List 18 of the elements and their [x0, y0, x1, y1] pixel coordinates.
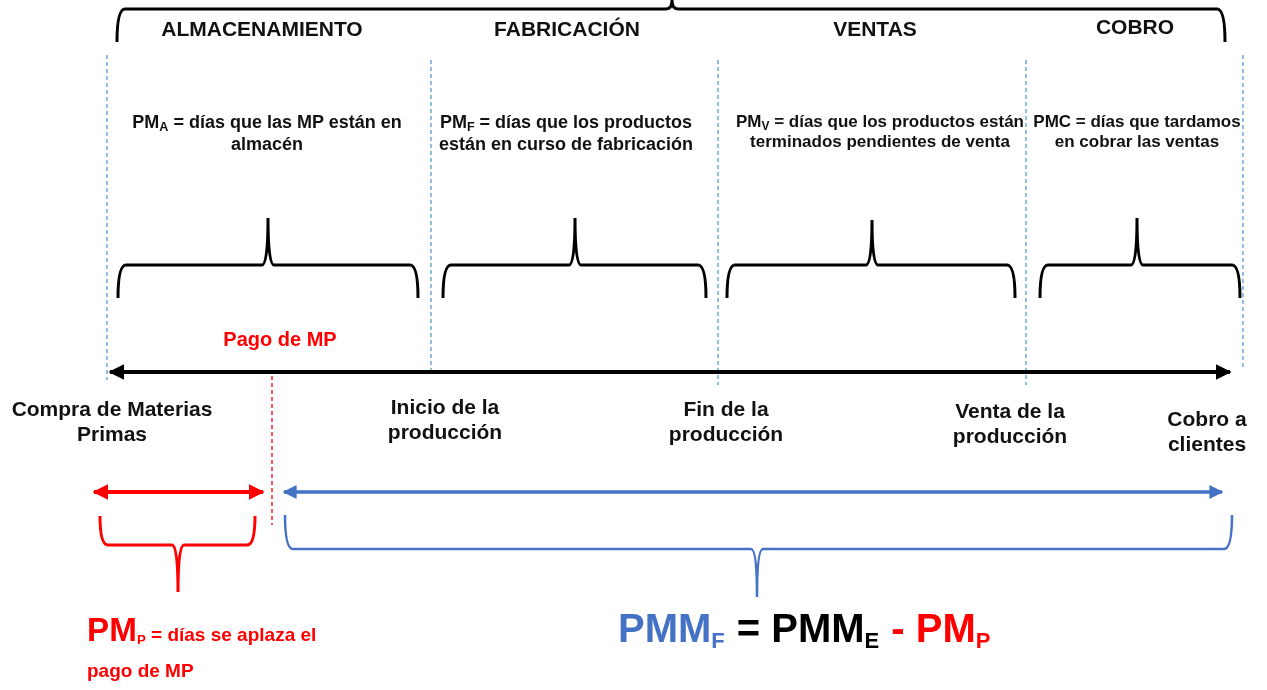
event-label: Fin de la producción — [667, 396, 785, 447]
period-description: PM$_{V}$ = días que los productos están terminados pendientes de venta — [735, 112, 1025, 153]
section-heading: VENTAS — [832, 16, 918, 42]
section-heading: ALMACENAMIENTO — [160, 16, 364, 42]
event-label: Compra de Materias Primas — [10, 396, 214, 447]
formula-term: = PMM$_{E}$ — [736, 605, 880, 652]
period-description: PM$_{A}$ = días que las MP están en almacén — [132, 112, 402, 156]
event-label: Cobro a clientes — [1166, 406, 1248, 457]
payment-label: Pago de MP — [222, 327, 338, 351]
period-description: PMC = días que tardamos en cobrar las ventas — [1032, 112, 1242, 153]
formula-term: PMM$_{F}$ — [618, 605, 725, 652]
section-heading: FABRICACIÓN — [493, 16, 641, 42]
deferral-description: PM$_{P}$ = días se aplaza el pago de MP — [87, 610, 318, 684]
event-label: Venta de la producción — [951, 398, 1069, 449]
formula-term: - PM$_{P}$ — [891, 605, 991, 652]
section-heading: COBRO — [1094, 14, 1176, 40]
period-description: PM$_{F}$ = días que los productos están en curso de fabricación — [437, 112, 695, 156]
event-label: Inicio de la producción — [386, 394, 504, 445]
